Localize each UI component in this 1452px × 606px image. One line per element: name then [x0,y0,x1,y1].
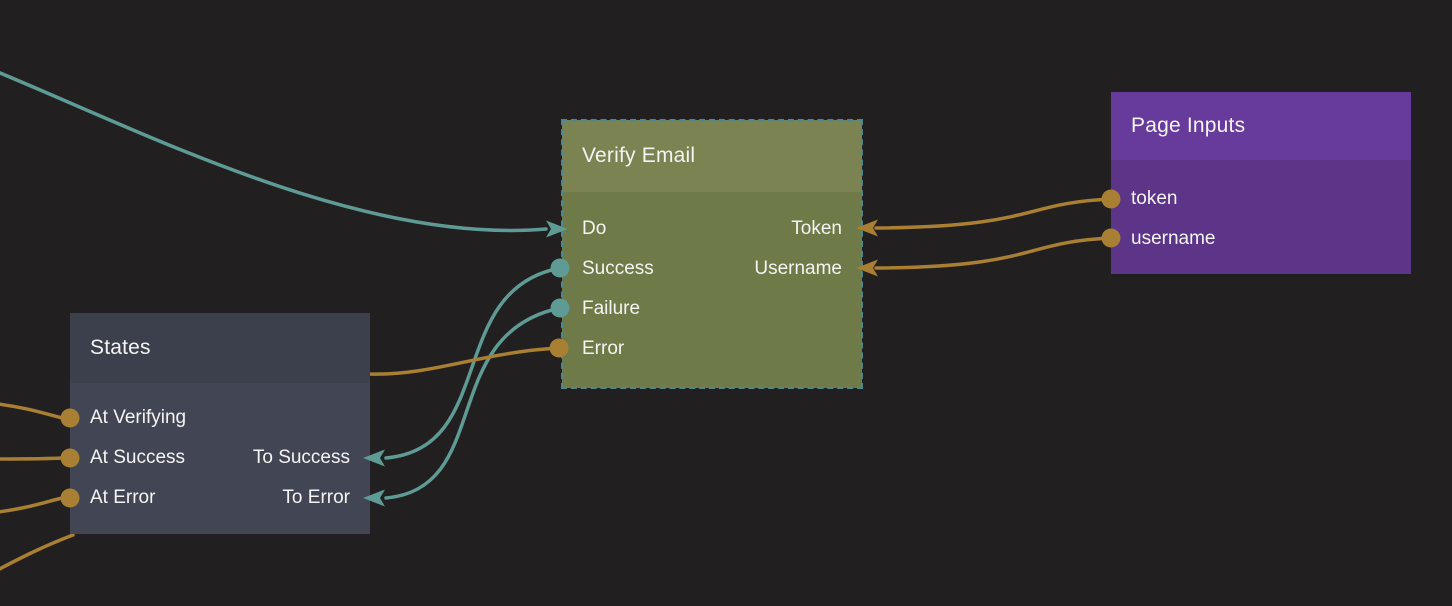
node-states[interactable]: States At Verifying At Success To Succes… [70,313,370,534]
port-label-at-verifying[interactable]: At Verifying [90,407,187,428]
wire-states-to-offscreen[interactable] [0,533,75,574]
node-title: States [90,336,151,359]
node-title: Page Inputs [1131,114,1246,137]
wire-offscreen-to-at-verifying[interactable] [0,402,64,420]
port-label-success[interactable]: Success [582,258,654,279]
port-row: Error [562,329,862,369]
node-title: Verify Email [582,144,696,167]
wire-offscreen-to-at-success[interactable] [0,456,64,461]
port-label-token[interactable]: Token [791,218,842,239]
port-row: token [1111,179,1411,219]
node-header[interactable]: States [70,313,370,383]
port-label-username[interactable]: Username [754,258,842,279]
node-header[interactable]: Page Inputs [1111,92,1411,160]
port-row: Success Username [562,249,862,289]
port-row: At Verifying [70,398,370,438]
wire-offscreen-to-do[interactable] [0,68,548,233]
node-body: Do Token Success Username Failure Error [562,192,862,388]
port-label-at-error[interactable]: At Error [90,487,156,508]
node-verify-email[interactable]: Verify Email Do Token Success Username F… [561,119,863,389]
port-label-username[interactable]: username [1131,228,1216,249]
wire-failure-to-to-error[interactable] [384,306,562,500]
port-label-to-error[interactable]: To Error [282,487,350,508]
wire-offscreen-to-at-error[interactable] [0,496,64,514]
node-page-inputs[interactable]: Page Inputs token username [1111,92,1411,274]
wire-success-to-to-success[interactable] [384,266,562,460]
port-row: At Success To Success [70,438,370,478]
port-label-do[interactable]: Do [582,218,607,239]
port-label-at-success[interactable]: At Success [90,447,186,468]
node-body: token username [1111,160,1411,274]
wire-error-to-states[interactable] [367,346,561,376]
wire-token-to-token-input[interactable] [874,197,1113,230]
port-label-to-success[interactable]: To Success [252,447,350,468]
node-header[interactable]: Verify Email [562,120,862,192]
node-body: At Verifying At Success To Success At Er… [70,383,370,534]
port-label-token[interactable]: token [1131,188,1178,209]
port-row: At Error To Error [70,478,370,518]
port-row: Do Token [562,209,862,249]
port-label-error[interactable]: Error [582,338,625,359]
wire-username-to-username-input[interactable] [874,236,1113,270]
port-row: Failure [562,289,862,329]
port-row: username [1111,219,1411,259]
port-label-failure[interactable]: Failure [582,298,641,319]
